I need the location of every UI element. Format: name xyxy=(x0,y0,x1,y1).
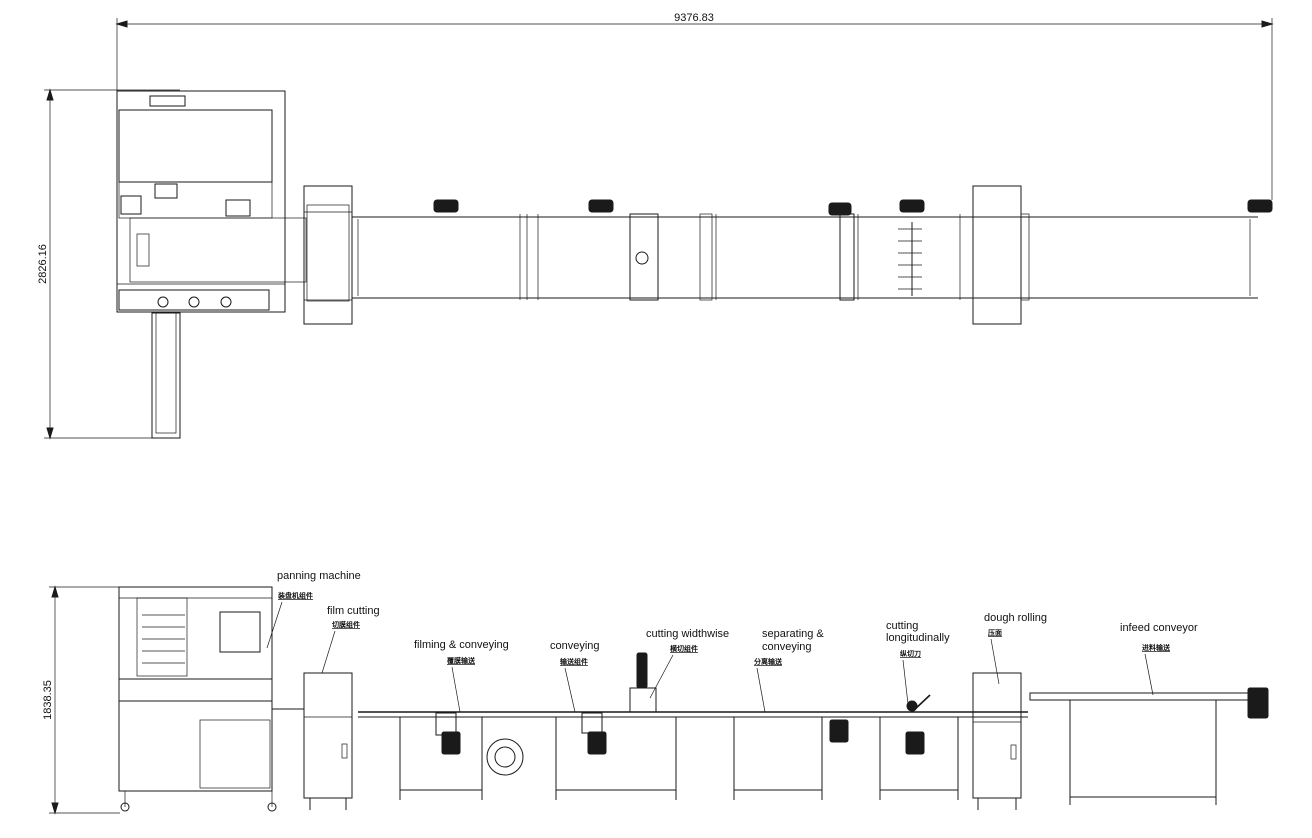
svg-text:infeed conveyor: infeed conveyor xyxy=(1120,622,1198,634)
svg-text:dough rolling: dough rolling xyxy=(984,612,1047,624)
svg-text:cutting widthwise: cutting widthwise xyxy=(646,628,729,640)
plan-view xyxy=(116,90,1273,439)
station-label-conveying: conveying 输送组件 xyxy=(550,640,600,713)
station-label-infeed-conveyor: infeed conveyor 进料输送 xyxy=(1120,622,1198,696)
plan-width-dimension: 2826.16 xyxy=(37,88,180,440)
svg-text:横切组件: 横切组件 xyxy=(670,644,698,653)
station-label-film-cutting: film cutting 切膜组件 xyxy=(321,605,380,674)
svg-text:conveying: conveying xyxy=(550,640,600,652)
station-label-cutting-widthwise: cutting widthwise 横切组件 xyxy=(646,628,729,699)
svg-text:separating &: separating & xyxy=(762,628,824,640)
svg-text:分离输送: 分离输送 xyxy=(754,657,783,666)
svg-text:conveying: conveying xyxy=(762,641,812,653)
svg-text:装盘机组件: 装盘机组件 xyxy=(277,591,313,600)
station-label-separating-conveying: separating & conveying 分离输送 xyxy=(754,628,824,713)
station-label-filming-conveying: filming & conveying 覆膜输送 xyxy=(414,639,509,713)
elevation-height-value: 1838.35 xyxy=(42,680,54,720)
station-label-panning-machine: panning machine 装盘机组件 xyxy=(266,570,361,649)
svg-text:film cutting: film cutting xyxy=(327,605,380,617)
svg-text:panning machine: panning machine xyxy=(277,570,361,582)
overall-length-dimension: 9376.83 xyxy=(115,12,1274,300)
elevation-view xyxy=(118,586,1269,812)
svg-text:longitudinally: longitudinally xyxy=(886,632,950,644)
svg-text:filming & conveying: filming & conveying xyxy=(414,639,509,651)
plan-width-value: 2826.16 xyxy=(37,244,49,284)
svg-text:输送组件: 输送组件 xyxy=(560,657,588,666)
svg-text:切膜组件: 切膜组件 xyxy=(332,620,360,629)
overall-length-value: 9376.83 xyxy=(674,12,714,24)
svg-text:压面: 压面 xyxy=(988,628,1002,637)
svg-text:cutting: cutting xyxy=(886,620,918,632)
station-label-cutting-longitudinally: cutting longitudinally 纵切刀 xyxy=(886,620,950,705)
svg-text:进料输送: 进料输送 xyxy=(1142,643,1171,652)
svg-text:纵切刀: 纵切刀 xyxy=(900,649,921,658)
elevation-height-dimension: 1838.35 xyxy=(42,585,120,815)
station-label-dough-rolling: dough rolling 压面 xyxy=(984,612,1047,685)
svg-text:覆膜输送: 覆膜输送 xyxy=(447,656,476,665)
